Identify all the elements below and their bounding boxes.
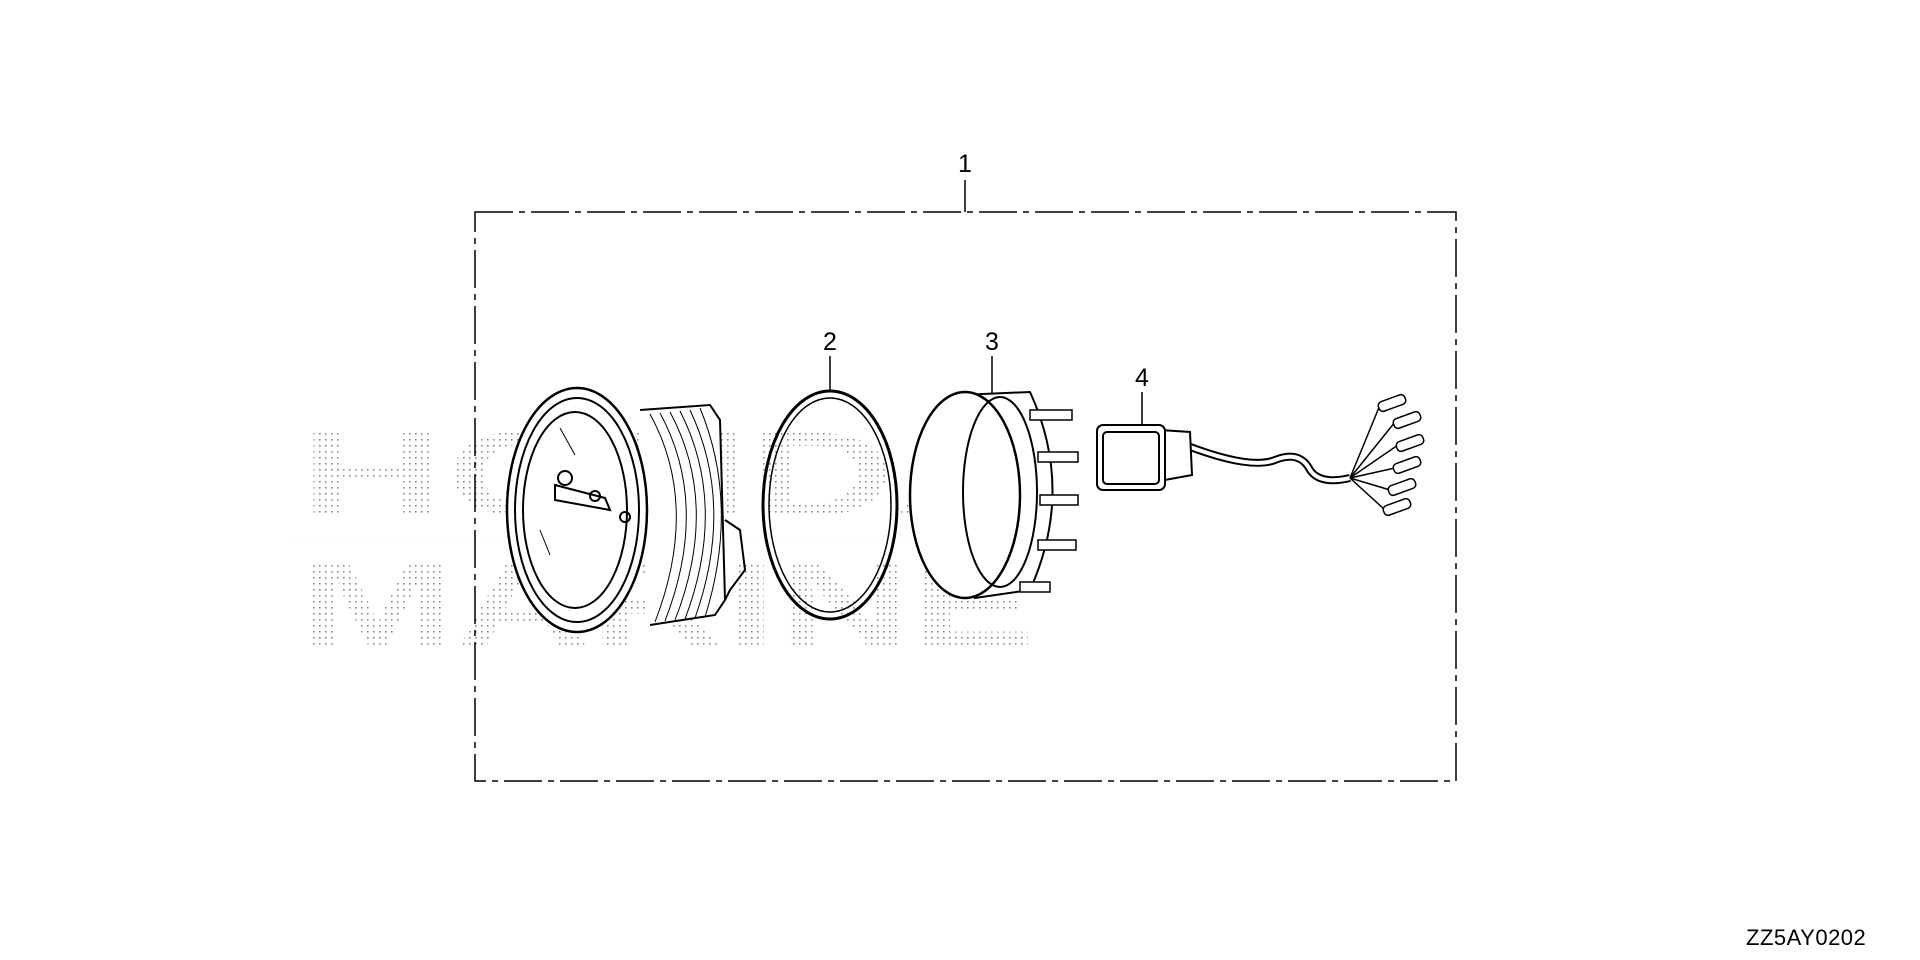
callout-1: 1 <box>958 150 972 178</box>
gauge-part <box>505 386 747 634</box>
callout-3: 3 <box>985 328 999 356</box>
connector-harness-part <box>1096 393 1425 517</box>
mounting-nut-part <box>908 390 1079 600</box>
callout-2: 2 <box>823 328 837 356</box>
figure-code: ZZ5AY0202 <box>1746 925 1867 950</box>
callout-4: 4 <box>1135 364 1149 392</box>
kit-boundary-box <box>474 211 1457 782</box>
